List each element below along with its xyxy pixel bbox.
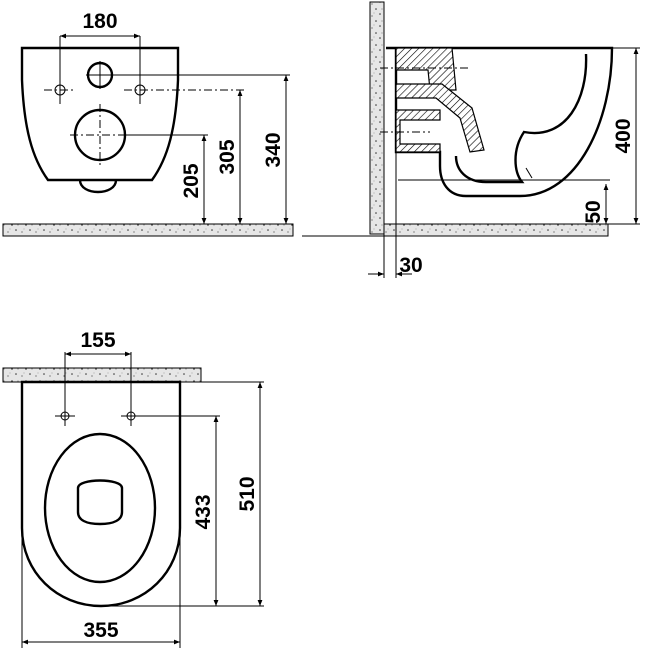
side-bowl-outer <box>386 46 614 198</box>
dim-205: 205 <box>180 163 203 198</box>
dim-510: 510 <box>236 476 259 511</box>
side-bowl-inner <box>454 53 588 184</box>
dim-305: 305 <box>216 139 239 174</box>
front-bowl-outline <box>20 46 180 182</box>
dim-180: 180 <box>82 10 117 33</box>
side-view: 400 50 30 <box>302 1 640 278</box>
top-bowl-opening <box>43 432 157 584</box>
top-view: 155 433 510 355 <box>2 329 264 648</box>
top-drain-outlet <box>76 479 124 526</box>
side-wall <box>369 1 385 235</box>
front-outlet-spigot <box>78 179 118 194</box>
dim-433: 433 <box>192 494 215 529</box>
dim-355: 355 <box>83 619 118 642</box>
side-trap-section <box>395 83 485 153</box>
dim-30: 30 <box>399 254 422 277</box>
front-view: 180 205 305 340 <box>2 10 294 237</box>
dim-400: 400 <box>612 118 635 153</box>
dim-155: 155 <box>80 329 115 352</box>
dim-340: 340 <box>262 132 285 167</box>
top-wall-slab <box>2 367 202 383</box>
front-floor-slab <box>2 223 294 237</box>
dim-50: 50 <box>582 200 605 223</box>
side-outlet-spigot <box>395 109 441 153</box>
side-floor-slab <box>383 223 609 237</box>
